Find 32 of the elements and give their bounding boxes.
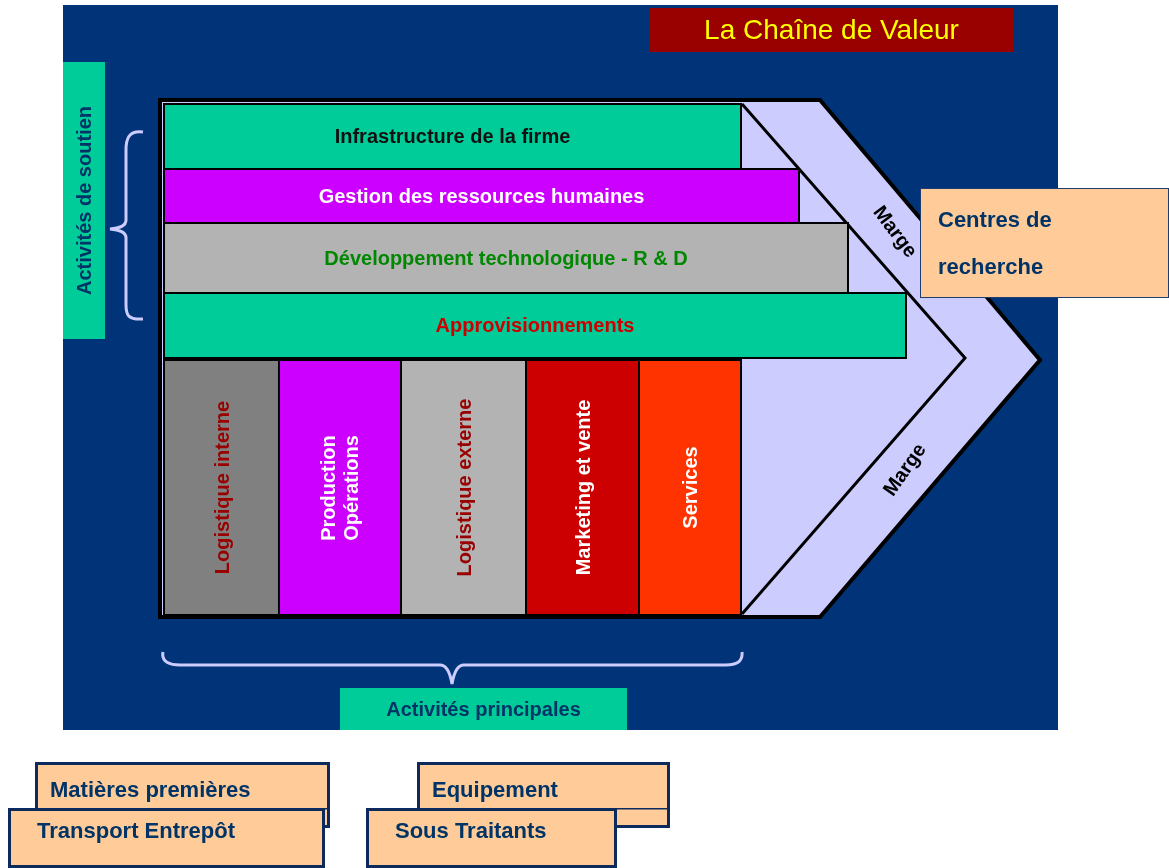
label-text: Infrastructure de la firme: [334, 125, 571, 148]
bottom-label: [340, 688, 627, 730]
label-text: Logistique externe: [452, 397, 475, 579]
label-text: Production Opérations: [317, 433, 363, 543]
primary-activity-block: [402, 361, 525, 614]
primary-activity-block: [165, 361, 278, 614]
primary-activity-block: [280, 361, 400, 614]
label-text: Centres de recherche: [938, 206, 1053, 281]
label-text: Marketing et vente: [571, 398, 594, 578]
resource-box: [35, 762, 330, 808]
callout-box: [920, 188, 1169, 298]
label-text: Gestion des ressources humaines: [318, 184, 645, 208]
resource-box: [8, 808, 325, 868]
primary-activity-block: [527, 361, 638, 614]
side-label: [63, 62, 105, 339]
label-text: Approvisionnements: [435, 314, 635, 337]
support-activity-bar: [165, 294, 905, 357]
label-text: Equipement: [432, 777, 558, 803]
label-text: Sous Traitants: [395, 818, 547, 844]
label-text: Développement technologique - R & D: [324, 246, 688, 270]
support-activity-bar: [165, 105, 740, 168]
label-text: Services: [678, 445, 702, 531]
label-text: Activités de soutien: [72, 106, 96, 295]
title-banner: La Chaîne de Valeur: [650, 8, 1013, 52]
label-text: Transport Entrepôt: [37, 818, 235, 844]
label-text: Activités principales: [386, 697, 581, 721]
label-text: Logistique interne: [210, 399, 233, 577]
resource-box: [366, 808, 617, 868]
label-text: Matières premières: [50, 777, 251, 803]
support-activity-bar: [165, 170, 798, 222]
support-activity-bar: [165, 224, 847, 292]
primary-activity-block: [640, 361, 740, 614]
